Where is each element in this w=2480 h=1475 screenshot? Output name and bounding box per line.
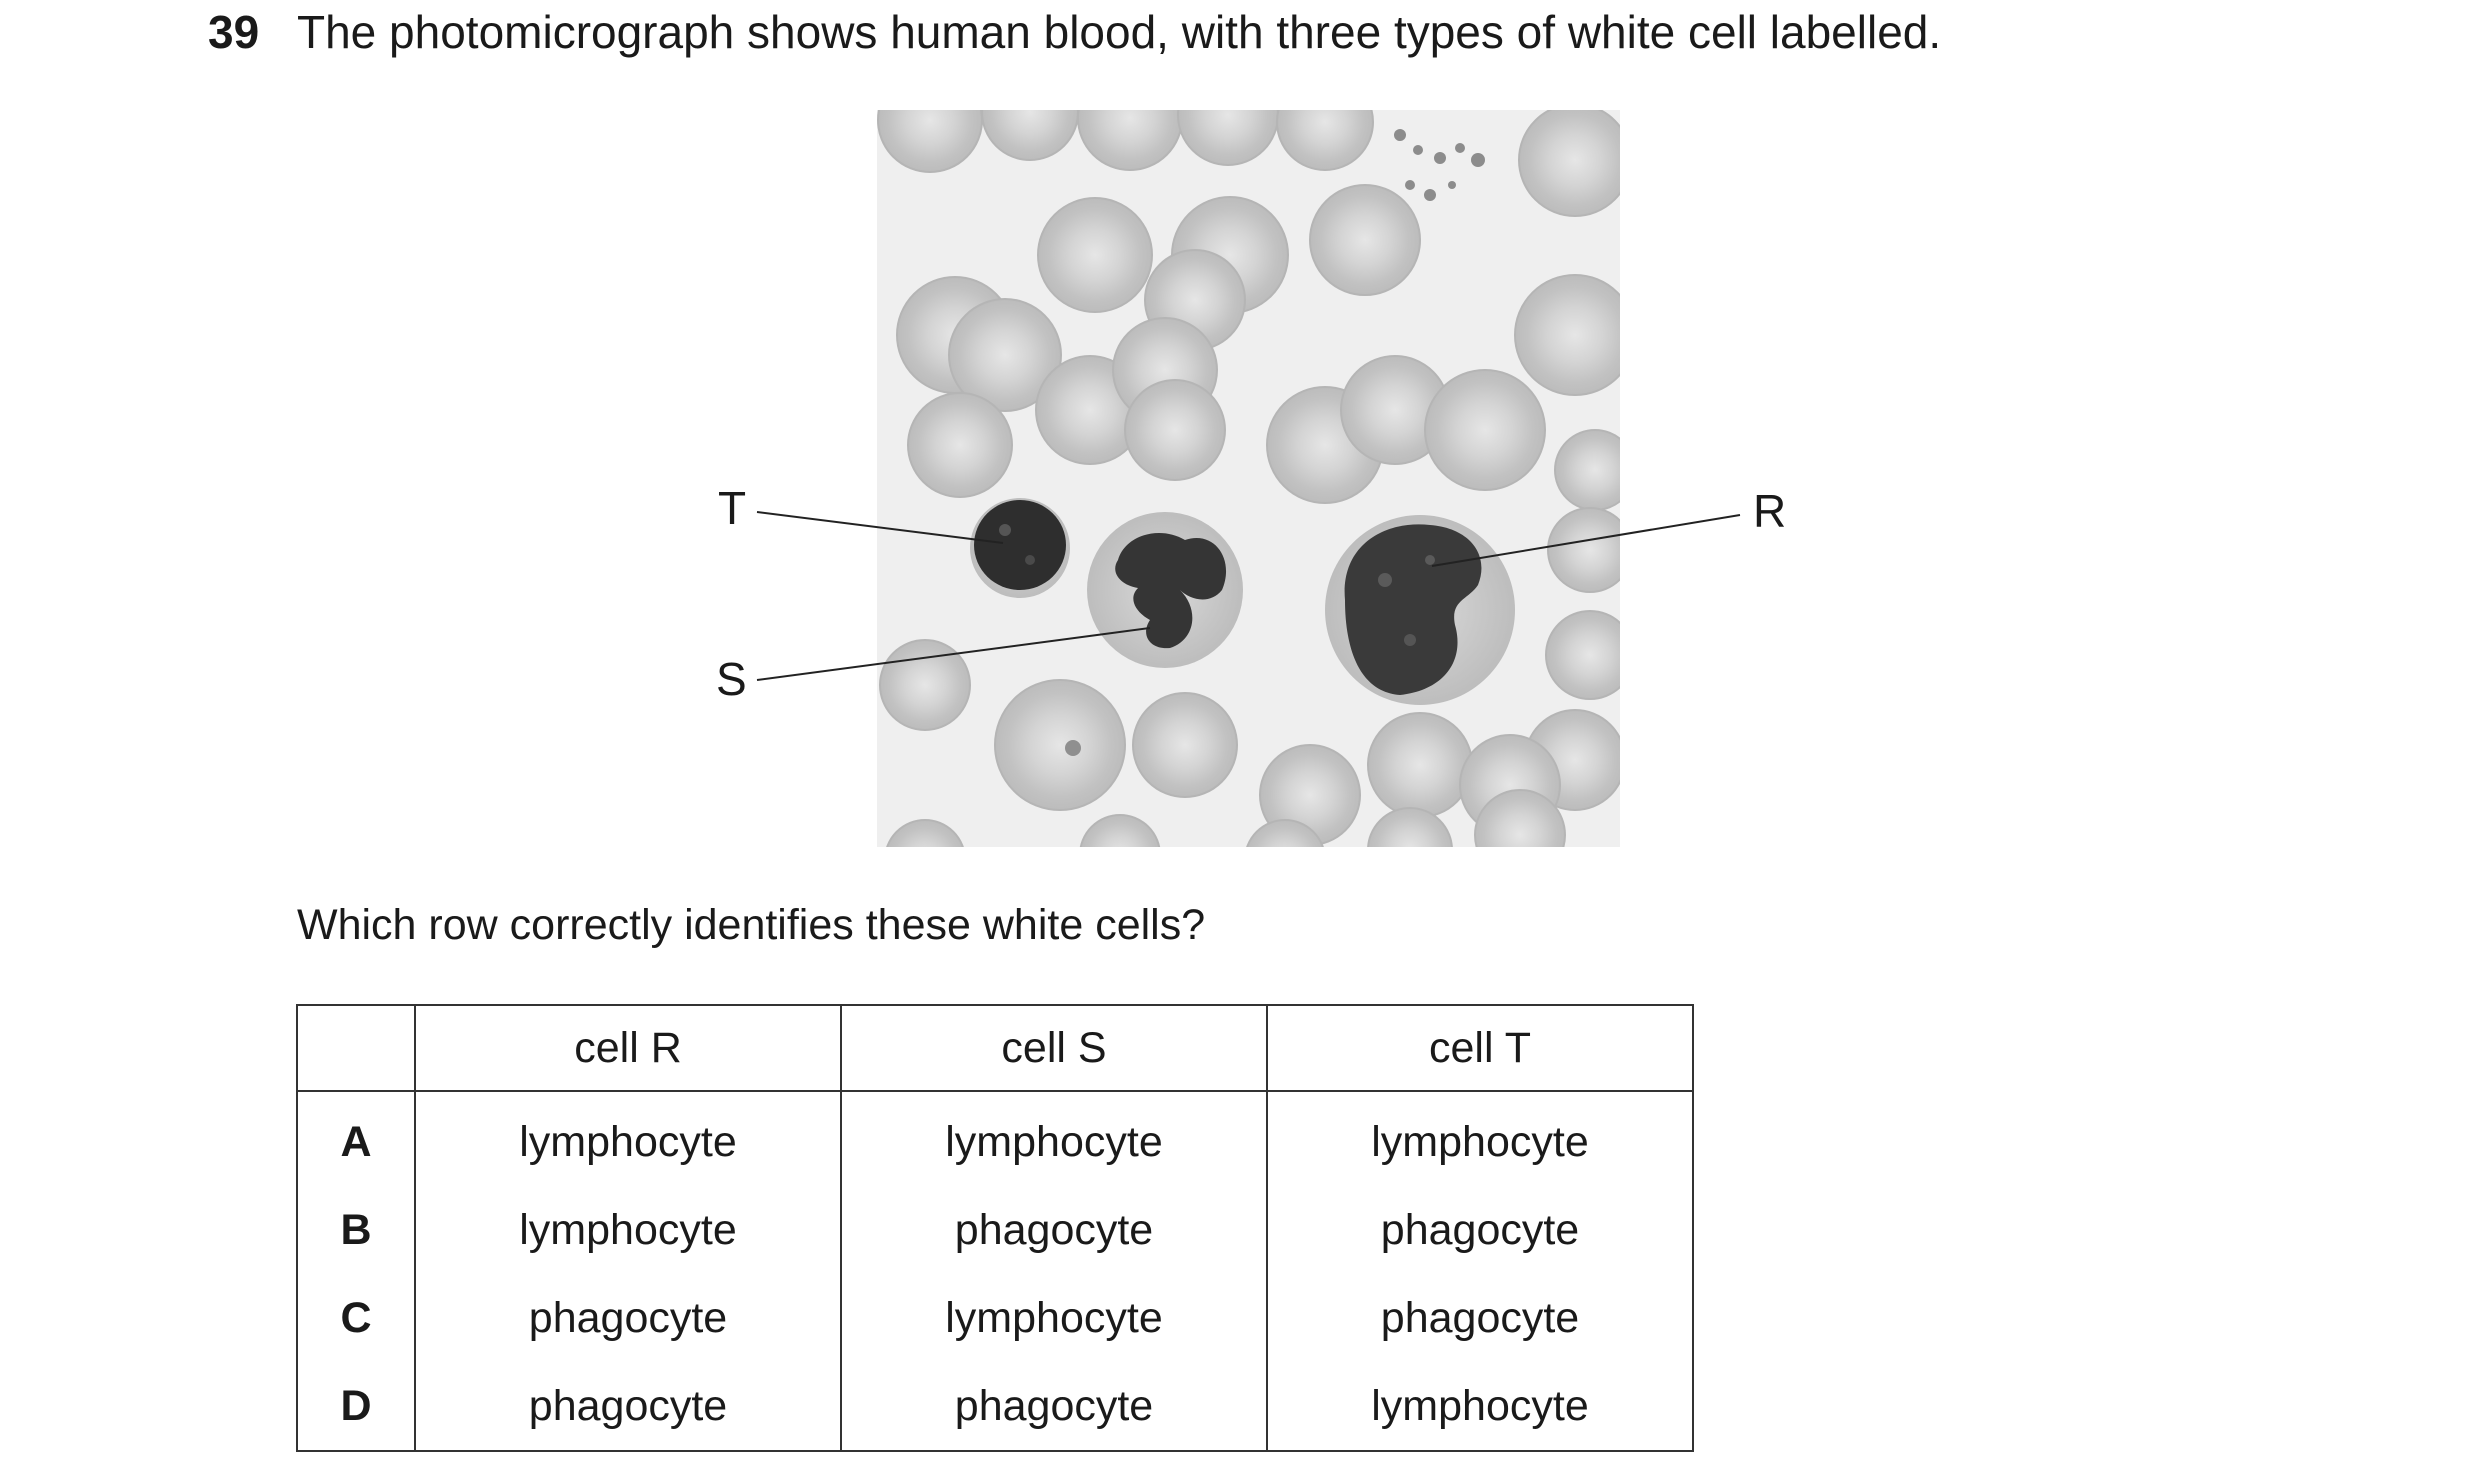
option-letter: D	[296, 1362, 416, 1452]
blood-photomicrograph	[756, 110, 1741, 847]
header-cell-t: cell T	[1266, 1004, 1694, 1092]
option-cell-t: phagocyte	[1266, 1274, 1694, 1362]
label-r: R	[1753, 485, 1787, 537]
red-blood-cells	[877, 110, 1620, 847]
table-row: A lymphocyte lymphocyte lymphocyte	[296, 1091, 1694, 1186]
option-cell-r: phagocyte	[414, 1362, 842, 1452]
table-row: D phagocyte phagocyte lymphocyte	[296, 1362, 1694, 1452]
cell-s-image	[1087, 512, 1243, 668]
cell-t-image	[970, 498, 1070, 598]
question-prompt: Which row correctly identifies these whi…	[297, 901, 1206, 949]
platelets	[1394, 129, 1485, 201]
option-cell-s: phagocyte	[840, 1186, 1268, 1274]
question-intro: The photomicrograph shows human blood, w…	[297, 6, 1942, 58]
label-s: S	[716, 653, 747, 705]
table-row: C phagocyte lymphocyte phagocyte	[296, 1274, 1694, 1362]
table-header-row: cell R cell S cell T	[296, 1004, 1694, 1092]
option-cell-r: lymphocyte	[414, 1186, 842, 1274]
option-letter: C	[296, 1274, 416, 1362]
leader-lines	[756, 511, 1741, 681]
answer-table: cell R cell S cell T A lymphocyte lympho…	[296, 1004, 1694, 1452]
cell-r-image	[1325, 515, 1515, 705]
option-cell-t: lymphocyte	[1266, 1362, 1694, 1452]
option-cell-t: phagocyte	[1266, 1186, 1694, 1274]
option-cell-s: lymphocyte	[840, 1274, 1268, 1362]
option-cell-s: lymphocyte	[840, 1091, 1268, 1186]
option-cell-r: lymphocyte	[414, 1091, 842, 1186]
header-cell-r: cell R	[414, 1004, 842, 1092]
option-cell-r: phagocyte	[414, 1274, 842, 1362]
option-letter: B	[296, 1186, 416, 1274]
label-t: T	[718, 482, 747, 534]
table-row: B lymphocyte phagocyte phagocyte	[296, 1186, 1694, 1274]
header-blank	[296, 1004, 416, 1092]
question-number: 39	[208, 6, 260, 58]
option-letter: A	[296, 1091, 416, 1186]
header-cell-s: cell S	[840, 1004, 1268, 1092]
micrograph-image	[877, 110, 1620, 847]
option-cell-t: lymphocyte	[1266, 1091, 1694, 1186]
option-cell-s: phagocyte	[840, 1362, 1268, 1452]
